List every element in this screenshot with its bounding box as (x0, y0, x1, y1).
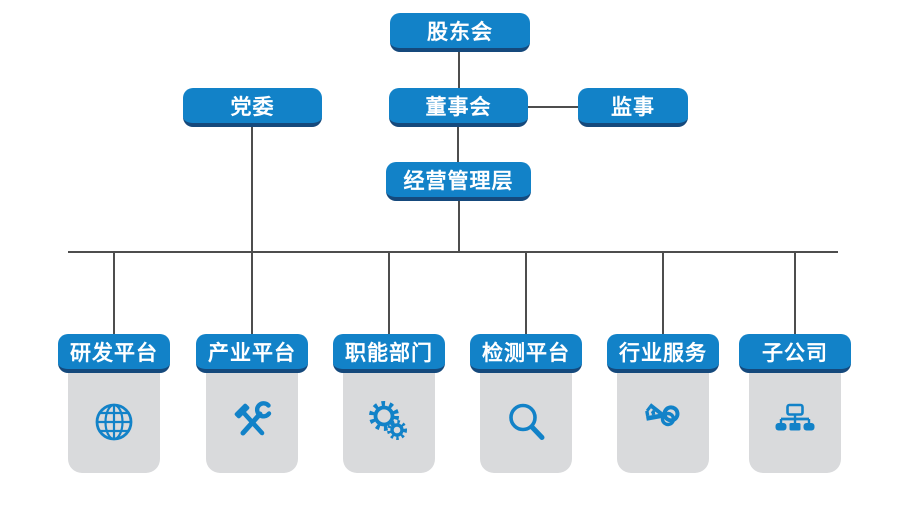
connector-board-supervisor (528, 106, 578, 108)
org-node-management: 经营管理层 (386, 162, 531, 201)
sitemap-icon (773, 400, 817, 444)
dept-label: 研发平台 (70, 340, 158, 365)
connector-drop-2 (251, 251, 253, 335)
search-icon (504, 400, 548, 444)
connector-drop-5 (662, 251, 664, 335)
dept-label: 子公司 (762, 340, 828, 365)
keys-icon (641, 400, 685, 444)
org-node-label: 董事会 (425, 94, 492, 119)
org-node-supervisor: 监事 (578, 88, 688, 127)
connector-party-bus (251, 127, 253, 252)
dept-industry-services: 行业服务 (607, 334, 719, 474)
org-node-shareholders: 股东会 (390, 13, 530, 52)
org-node-label: 股东会 (427, 19, 493, 44)
dept-testing-platform: 检测平台 (470, 334, 582, 474)
dept-label: 检测平台 (482, 340, 570, 365)
dept-functional-departments: 职能部门 (333, 334, 445, 474)
connector-drop-4 (525, 251, 527, 335)
gears-icon (367, 400, 411, 444)
dept-label-box: 子公司 (739, 334, 851, 373)
connector-drop-1 (113, 251, 115, 335)
connector-management-bus (458, 201, 460, 251)
dept-label-box: 职能部门 (333, 334, 445, 373)
dept-label: 行业服务 (619, 340, 707, 365)
dept-rnd-platform: 研发平台 (58, 334, 170, 474)
dept-label: 产业平台 (208, 340, 296, 365)
connector-bus (68, 251, 838, 253)
dept-label-box: 产业平台 (196, 334, 308, 373)
globe-icon (92, 400, 136, 444)
dept-label-box: 行业服务 (607, 334, 719, 373)
connector-drop-3 (388, 251, 390, 335)
org-node-label: 监事 (611, 94, 655, 119)
connector-board-management (457, 127, 459, 162)
dept-label-box: 检测平台 (470, 334, 582, 373)
dept-label-box: 研发平台 (58, 334, 170, 373)
dept-industry-platform: 产业平台 (196, 334, 308, 474)
connector-shareholders-board (458, 52, 460, 88)
tools-icon (230, 400, 274, 444)
org-node-label: 经营管理层 (403, 168, 514, 193)
dept-label: 职能部门 (345, 340, 433, 365)
connector-drop-6 (794, 251, 796, 335)
org-node-party-committee: 党委 (183, 88, 322, 127)
dept-subsidiaries: 子公司 (739, 334, 851, 474)
org-node-label: 党委 (230, 94, 275, 119)
org-node-board: 董事会 (389, 88, 528, 127)
